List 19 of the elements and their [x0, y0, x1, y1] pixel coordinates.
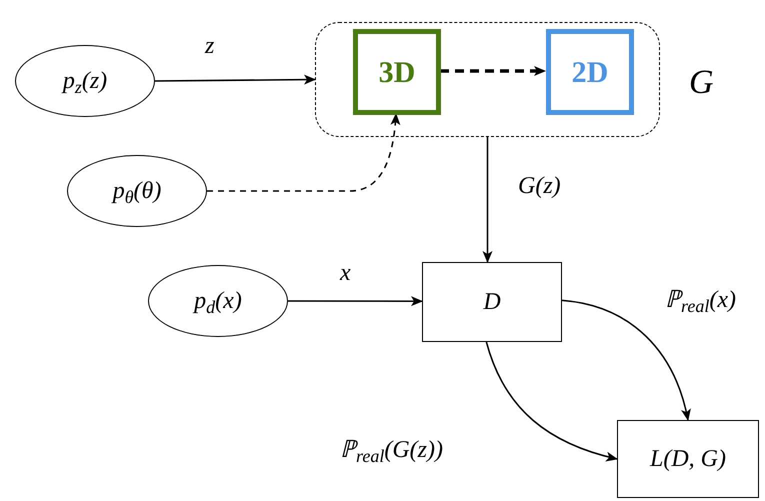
- process-box: [546, 29, 634, 115]
- process-box: [617, 420, 759, 498]
- node-label: 2D: [572, 54, 608, 90]
- node-label: p$_{d}$(x): [194, 287, 242, 318]
- arrow: [486, 342, 618, 462]
- process-box: [422, 262, 562, 342]
- group-label: G: [689, 63, 714, 103]
- arrow: [288, 296, 423, 306]
- node-label: p$_{z}$(z): [62, 67, 108, 98]
- node-label: D: [483, 288, 501, 317]
- node-label: L(D, G): [650, 445, 726, 474]
- arrow: [482, 137, 493, 263]
- arrow: [562, 300, 690, 421]
- node-label: p$_{θ}$(θ): [112, 177, 162, 208]
- process-box: [353, 29, 441, 115]
- dashed-arrow: [207, 113, 400, 192]
- arrow: [155, 74, 316, 85]
- dashed-arrow: [440, 66, 546, 76]
- node-label: 3D: [378, 54, 416, 90]
